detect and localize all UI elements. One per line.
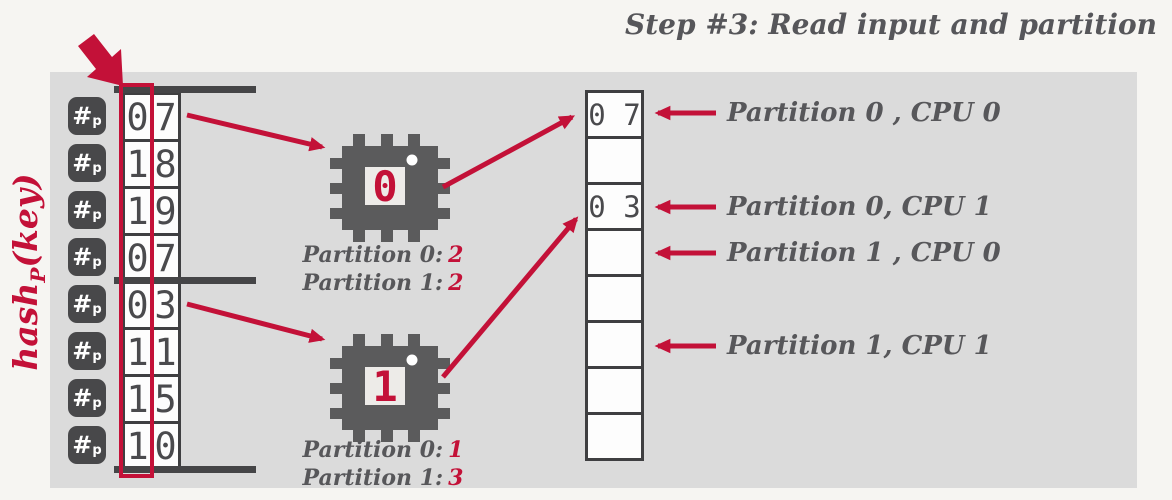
partition-digit-cell: 0 [122, 92, 153, 142]
hash-symbol: # [72, 430, 93, 459]
value-digit-cell: 3 [150, 280, 181, 330]
chip-label-plate [365, 167, 405, 205]
count-value: 3 [448, 465, 464, 491]
hash-symbol-subscript: p [92, 208, 102, 223]
count-value: 2 [448, 242, 464, 268]
page-title: Step #3: Read input and partition [625, 8, 1157, 41]
output-cell [585, 274, 644, 323]
output-row [585, 320, 644, 369]
count-value: 2 [448, 270, 464, 296]
cpu-chip-0: 0 [330, 134, 450, 242]
count-line: Partition 0:1 [283, 436, 483, 464]
partition-digit-column-highlight [119, 83, 154, 478]
hash-badge: #p [68, 190, 106, 229]
hash-symbol: # [72, 383, 93, 412]
hash-symbol-subscript: p [92, 443, 102, 458]
count-label: Partition 1: [302, 465, 444, 491]
cpu-0-id: 0 [372, 162, 397, 211]
value-digit-cell: 5 [150, 374, 181, 424]
value-digit-cell: 0 [150, 421, 181, 471]
output-row: 0 3 [585, 182, 644, 231]
hash-symbol: # [72, 148, 93, 177]
count-label: Partition 0: [302, 242, 444, 268]
value-digit-cell: 8 [150, 139, 181, 189]
partition-digit-cell: 1 [122, 327, 153, 377]
output-cell: 0 3 [585, 182, 644, 231]
chip-label-plate [365, 367, 405, 405]
hash-label-prefix: hash [6, 282, 46, 371]
partition-digit-cell: 0 [122, 280, 153, 330]
partition-digit-cell: 1 [122, 374, 153, 424]
output-row [585, 412, 644, 461]
value-digit-cell: 7 [150, 233, 181, 283]
output-cell [585, 228, 644, 277]
count-value: 1 [448, 437, 464, 463]
count-label: Partition 0: [302, 437, 444, 463]
output-cell [585, 412, 644, 461]
count-line: Partition 1:3 [283, 464, 483, 492]
output-row [585, 136, 644, 185]
hash-symbol-subscript: p [92, 349, 102, 364]
output-row [585, 274, 644, 323]
hash-badge: #p [68, 284, 106, 323]
cpu-chip-1: 1 [330, 334, 450, 442]
hash-badge: #p [68, 378, 106, 417]
output-buffer: 0 7 0 3 [585, 90, 644, 461]
hash-badge: #p [68, 331, 106, 370]
annotation-label: Partition 0 , CPU 0 [727, 98, 1001, 128]
value-digit-cell: 7 [150, 92, 181, 142]
hash-label-suffix: (key) [6, 173, 46, 268]
value-digit-cell: 9 [150, 186, 181, 236]
cpu-0-partition-counts: Partition 0:2 Partition 1:2 [283, 241, 483, 297]
hash-symbol-subscript: p [92, 114, 102, 129]
count-label: Partition 1: [302, 270, 444, 296]
annotation-label: Partition 0, CPU 1 [727, 192, 992, 222]
value-digit-cell: 1 [150, 327, 181, 377]
hash-symbol: # [72, 242, 93, 271]
hash-badge: #p [68, 143, 106, 182]
hash-badge: #p [68, 425, 106, 464]
input-table-cap-bottom [114, 466, 256, 473]
hash-symbol-subscript: p [92, 255, 102, 270]
hash-symbol: # [72, 101, 93, 130]
output-row [585, 228, 644, 277]
hash-symbol: # [72, 336, 93, 365]
partition-digit-cell: 1 [122, 186, 153, 236]
hash-symbol-subscript: p [92, 302, 102, 317]
cpu-1-id: 1 [372, 362, 397, 411]
annotation-label: Partition 1 , CPU 0 [727, 238, 1001, 268]
output-cell [585, 366, 644, 415]
chip-dot-icon [406, 154, 418, 166]
chip-dot-icon [406, 354, 418, 366]
input-table-group-divider [114, 277, 256, 284]
count-line: Partition 1:2 [283, 269, 483, 297]
hash-badge: #p [68, 237, 106, 276]
output-cell [585, 136, 644, 185]
output-cell: 0 7 [585, 90, 644, 139]
hash-badge: #p [68, 96, 106, 135]
output-cell [585, 320, 644, 369]
input-table-cap-top [114, 86, 256, 93]
cpu-1-partition-counts: Partition 0:1 Partition 1:3 [283, 436, 483, 492]
output-row [585, 366, 644, 415]
hash-symbol-subscript: p [92, 161, 102, 176]
hash-function-label: hashP(key) [6, 173, 50, 370]
hash-symbol: # [72, 195, 93, 224]
count-line: Partition 0:2 [283, 241, 483, 269]
hash-symbol-subscript: p [92, 396, 102, 411]
output-row: 0 7 [585, 90, 644, 139]
hash-label-subscript: P [25, 267, 50, 283]
annotation-label: Partition 1, CPU 1 [727, 331, 992, 361]
hash-symbol: # [72, 289, 93, 318]
